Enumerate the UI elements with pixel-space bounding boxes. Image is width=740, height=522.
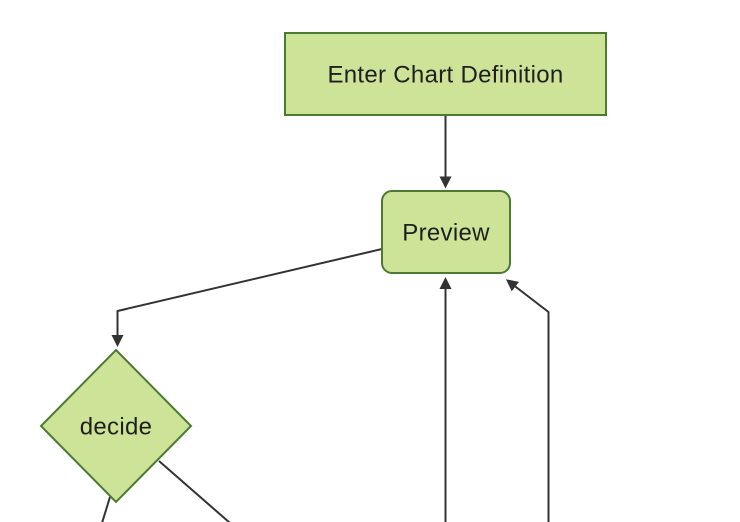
node-label: Preview bbox=[402, 219, 490, 246]
rounded-rectangle-shape bbox=[381, 190, 511, 274]
edge-preview-to-decide bbox=[111, 248, 383, 347]
edge-decide-to-offscreen-bottom-right bbox=[158, 460, 231, 522]
rectangle-shape bbox=[284, 32, 607, 116]
node-preview: Preview bbox=[381, 190, 511, 274]
edge-decide-to-offscreen-bottom-left bbox=[101, 496, 111, 522]
node-enter-chart-definition: Enter Chart Definition bbox=[284, 32, 607, 116]
node-label: Enter Chart Definition bbox=[327, 61, 563, 88]
node-label: decide bbox=[80, 413, 153, 440]
edge-offscreen-bottom-right-to-preview bbox=[505, 279, 550, 522]
node-decide: decide bbox=[39, 348, 193, 504]
diamond-shape bbox=[39, 348, 193, 504]
